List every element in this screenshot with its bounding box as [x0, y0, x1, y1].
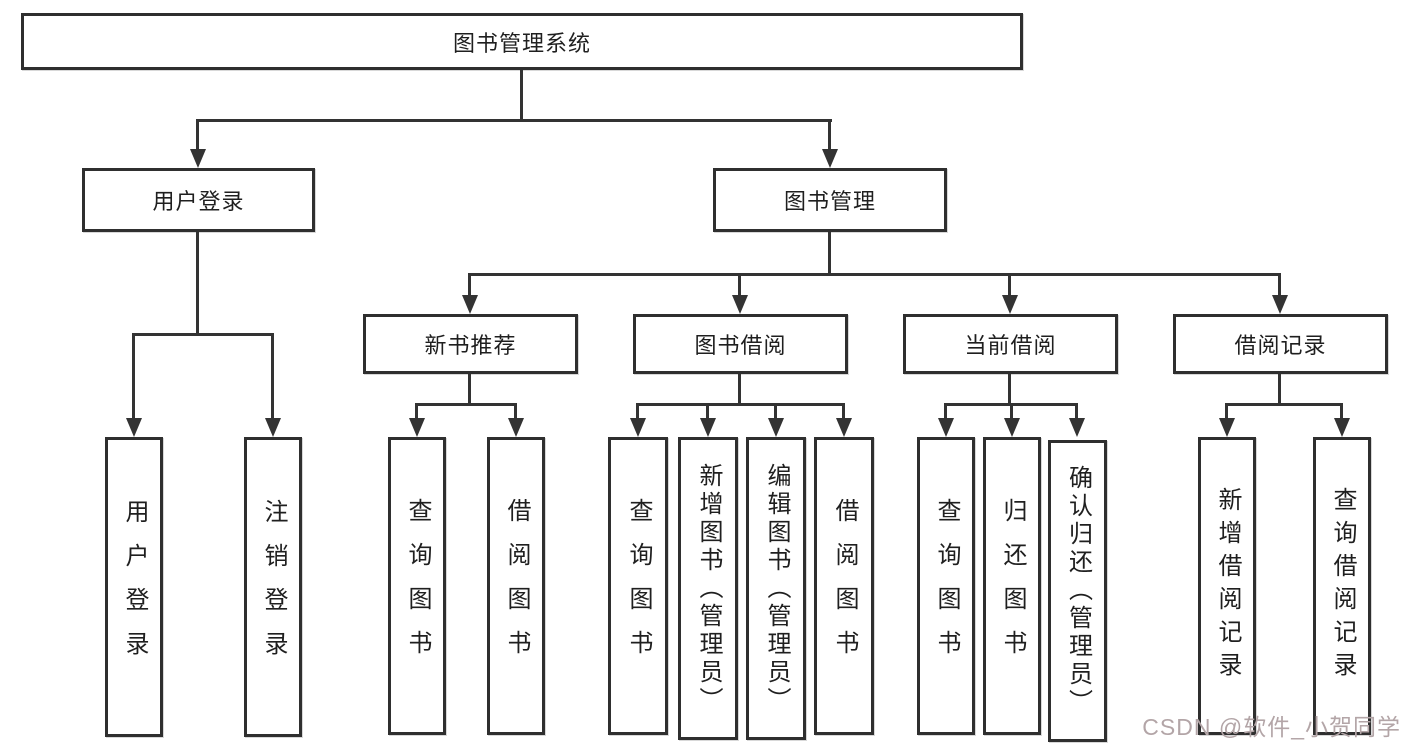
connector-line — [706, 403, 709, 421]
connector-line — [1225, 403, 1343, 406]
arrow-down-icon — [836, 418, 852, 437]
connector-line — [1008, 374, 1011, 406]
csdn-watermark: CSDN @软件_小贺同学 — [1142, 714, 1401, 740]
connector-line — [774, 403, 777, 421]
node-current-borrowing: 当前借阅 — [903, 314, 1118, 374]
leaf-borrow-books-recommend-label: 借阅图书 — [503, 498, 530, 674]
leaf-confirm-return-admin: 确认归还（管理员） — [1048, 440, 1107, 742]
connector-line — [468, 273, 471, 298]
arrow-down-icon — [1334, 418, 1350, 437]
connector-line — [132, 333, 274, 336]
node-book-borrowing-label: 图书借阅 — [694, 333, 787, 358]
connector-line — [271, 333, 274, 421]
arrow-down-icon — [409, 418, 425, 437]
leaf-logout-label: 注销登录 — [260, 499, 287, 675]
connector-line — [1278, 374, 1281, 406]
connector-line — [1340, 403, 1343, 421]
connector-line — [132, 333, 135, 421]
connector-line — [636, 403, 845, 406]
arrow-down-icon — [1004, 418, 1020, 437]
arrow-down-icon — [822, 149, 838, 168]
leaf-query-books-current-label: 查询图书 — [933, 498, 960, 674]
leaf-query-books-borrowing-label: 查询图书 — [625, 498, 652, 674]
arrow-down-icon — [1069, 418, 1085, 437]
arrow-down-icon — [938, 418, 954, 437]
node-book-management-label: 图书管理 — [783, 189, 876, 214]
node-new-book-recommend-label: 新书推荐 — [424, 333, 517, 358]
connector-line — [415, 403, 517, 406]
connector-line — [468, 374, 471, 406]
connector-line — [1010, 403, 1013, 421]
node-borrow-records: 借阅记录 — [1173, 314, 1388, 374]
connector-line — [1278, 273, 1281, 298]
node-borrow-records-label: 借阅记录 — [1234, 333, 1327, 358]
arrow-down-icon — [190, 149, 206, 168]
connector-line — [196, 119, 199, 152]
connector-line — [468, 273, 1281, 276]
leaf-borrow-books-borrowing-label: 借阅图书 — [831, 498, 858, 674]
arrow-down-icon — [768, 418, 784, 437]
node-book-borrowing: 图书借阅 — [633, 314, 848, 374]
leaf-user-login: 用户登录 — [105, 437, 163, 737]
arrow-down-icon — [462, 295, 478, 314]
arrow-down-icon — [508, 418, 524, 437]
connector-line — [944, 403, 947, 421]
connector-line — [197, 119, 832, 122]
arrow-down-icon — [1272, 295, 1288, 314]
leaf-query-books-recommend-label: 查询图书 — [404, 498, 431, 674]
leaf-return-books: 归还图书 — [983, 437, 1041, 735]
leaf-query-books-borrowing: 查询图书 — [608, 437, 668, 735]
arrow-down-icon — [1219, 418, 1235, 437]
node-library-system: 图书管理系统 — [21, 13, 1023, 70]
leaf-borrow-books-recommend: 借阅图书 — [487, 437, 545, 735]
leaf-return-books-label: 归还图书 — [999, 498, 1026, 674]
connector-line — [415, 403, 418, 421]
leaf-query-borrow-record: 查询借阅记录 — [1313, 437, 1371, 735]
connector-line — [196, 232, 199, 336]
leaf-edit-book-admin: 编辑图书（管理员） — [746, 437, 806, 740]
node-library-system-label: 图书管理系统 — [452, 30, 591, 56]
connector-line — [738, 273, 741, 298]
leaf-add-book-admin-label: 新增图书（管理员） — [695, 462, 722, 715]
leaf-user-login-label: 用户登录 — [121, 499, 148, 675]
connector-line — [1075, 403, 1078, 421]
arrow-down-icon — [700, 418, 716, 437]
connector-line — [828, 119, 831, 152]
arrow-down-icon — [732, 295, 748, 314]
node-new-book-recommend: 新书推荐 — [363, 314, 578, 374]
leaf-confirm-return-admin-label: 确认归还（管理员） — [1064, 465, 1092, 717]
leaf-add-borrow-record: 新增借阅记录 — [1198, 437, 1256, 735]
connector-line — [1225, 403, 1228, 421]
connector-line — [514, 403, 517, 421]
node-book-management: 图书管理 — [713, 168, 947, 232]
node-user-login-group-label: 用户登录 — [152, 189, 245, 214]
connector-line — [1008, 273, 1011, 298]
arrow-down-icon — [126, 418, 142, 437]
leaf-borrow-books-borrowing: 借阅图书 — [814, 437, 874, 735]
leaf-add-borrow-record-label: 新增借阅记录 — [1214, 487, 1241, 685]
leaf-query-borrow-record-label: 查询借阅记录 — [1329, 487, 1356, 685]
leaf-logout: 注销登录 — [244, 437, 302, 737]
arrow-down-icon — [630, 418, 646, 437]
connector-line — [520, 70, 523, 122]
connector-line — [738, 374, 741, 406]
arrow-down-icon — [265, 418, 281, 437]
connector-line — [842, 403, 845, 421]
leaf-query-books-current: 查询图书 — [917, 437, 975, 735]
leaf-edit-book-admin-label: 编辑图书（管理员） — [763, 462, 790, 715]
connector-line — [828, 232, 831, 276]
leaf-query-books-recommend: 查询图书 — [388, 437, 446, 735]
connector-line — [636, 403, 639, 421]
leaf-add-book-admin: 新增图书（管理员） — [678, 437, 738, 740]
arrow-down-icon — [1002, 295, 1018, 314]
node-user-login-group: 用户登录 — [82, 168, 315, 232]
node-current-borrowing-label: 当前借阅 — [964, 333, 1057, 358]
